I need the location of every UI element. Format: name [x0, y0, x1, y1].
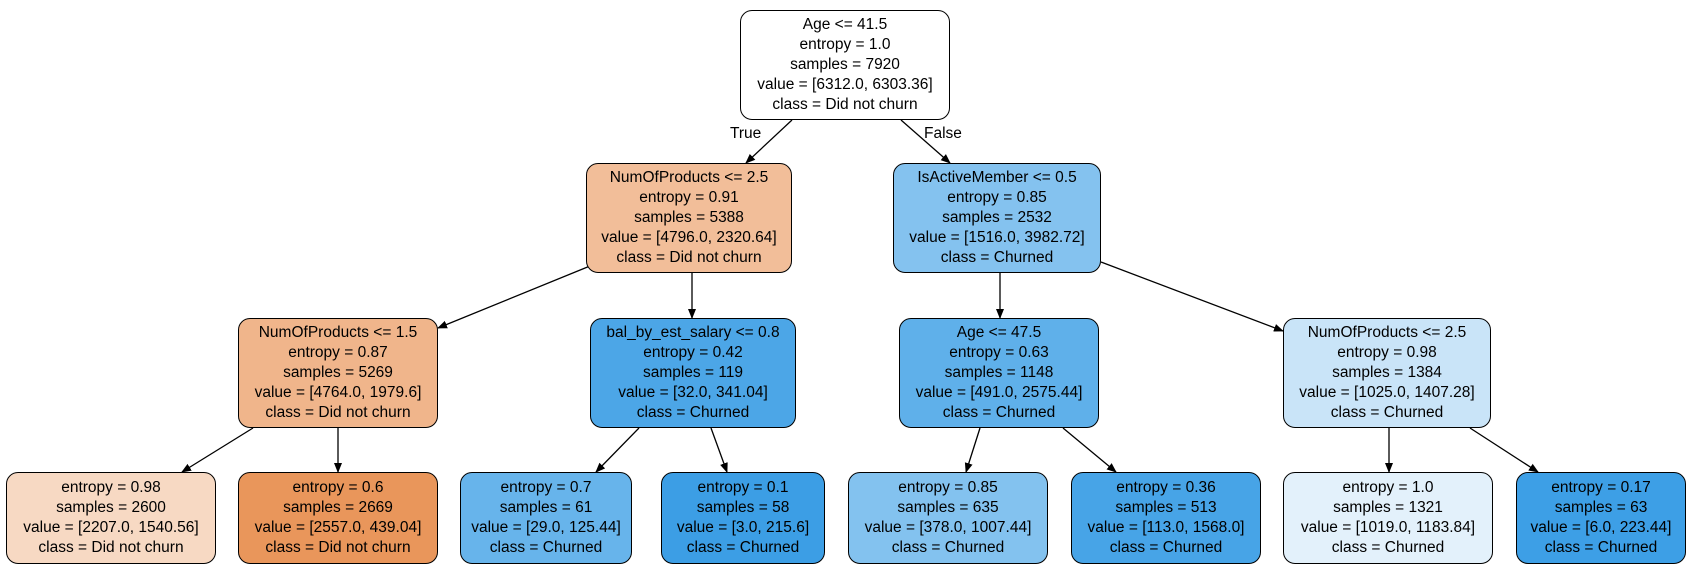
node-text-line: value = [378.0, 1007.44]	[864, 519, 1032, 536]
node-text-line: value = [1025.0, 1407.28]	[1299, 384, 1475, 401]
node-text-line: samples = 2669	[283, 499, 393, 516]
edge-r1l-to-rl_r	[1062, 427, 1117, 473]
node-text-line: samples = 513	[1115, 499, 1217, 516]
node-text-line: entropy = 0.98	[1337, 344, 1437, 361]
node-text-line: samples = 1384	[1332, 364, 1442, 381]
tree-node-ll_r: entropy = 0.6 samples = 2669 value = [2557…	[238, 472, 438, 564]
node-text-line: entropy = 0.1	[697, 479, 789, 496]
node-text-line: class = Churned	[636, 404, 750, 421]
node-text-line: samples = 2532	[942, 209, 1052, 226]
tree-node-r1: IsActiveMember <= 0.5 entropy = 0.85 sampl…	[893, 163, 1101, 273]
edge-root-to-l1	[745, 119, 793, 164]
node-text-line: IsActiveMember <= 0.5	[917, 169, 1077, 186]
node-text-line: class = Did not churn	[265, 539, 411, 556]
node-text-line: class = Churned	[1544, 539, 1658, 556]
node-text-line: class = Churned	[489, 539, 603, 556]
node-text-line: class = Churned	[1109, 539, 1223, 556]
tree-node-lr_l: entropy = 0.7 samples = 61 value = [29.0, …	[460, 472, 632, 564]
node-text-line: entropy = 0.87	[288, 344, 388, 361]
node-text-line: entropy = 0.85	[898, 479, 998, 496]
edge-r1l-to-rl_l	[964, 427, 981, 473]
edge-root-to-r1	[900, 119, 951, 164]
node-text-line: class = Did not churn	[38, 539, 184, 556]
tree-node-rr_r: entropy = 0.17 samples = 63 value = [6.0, …	[1516, 472, 1686, 564]
node-text-line: class = Did not churn	[265, 404, 411, 421]
node-text-line: samples = 119	[642, 364, 744, 381]
node-text-line: entropy = 0.85	[947, 189, 1047, 206]
node-text-line: samples = 58	[696, 499, 790, 516]
node-text-line: samples = 1148	[944, 364, 1054, 381]
node-text-line: value = [1516.0, 3982.72]	[909, 229, 1085, 246]
node-text-line: samples = 5388	[634, 209, 744, 226]
edge-l1r-to-lr_r	[710, 427, 728, 473]
node-text-line: entropy = 0.6	[292, 479, 384, 496]
node-text-line: value = [491.0, 2575.44]	[915, 384, 1083, 401]
node-text-line: value = [32.0, 341.04]	[618, 384, 768, 401]
node-text-line: samples = 1321	[1333, 499, 1443, 516]
node-text-line: entropy = 1.0	[799, 36, 891, 53]
node-text-line: entropy = 0.91	[639, 189, 739, 206]
node-text-line: value = [113.0, 1568.0]	[1087, 519, 1245, 536]
node-text-line: entropy = 0.7	[500, 479, 592, 496]
tree-node-root: Age <= 41.5 entropy = 1.0 samples = 7920 va…	[740, 10, 950, 120]
node-text-line: samples = 61	[499, 499, 593, 516]
edge-l1r-to-lr_l	[595, 427, 640, 473]
tree-node-l1l: NumOfProducts <= 1.5 entropy = 0.87 sample…	[238, 318, 438, 428]
node-text-line: value = [1019.0, 1183.84]	[1300, 519, 1476, 536]
tree-node-rl_r: entropy = 0.36 samples = 513 value = [113.…	[1071, 472, 1261, 564]
tree-node-l1: NumOfProducts <= 2.5 entropy = 0.91 sample…	[586, 163, 792, 273]
tree-node-lr_r: entropy = 0.1 samples = 58 value = [3.0, 2…	[661, 472, 825, 564]
edge-label-false: False	[924, 125, 962, 142]
node-text-line: NumOfProducts <= 2.5	[1307, 324, 1467, 341]
node-text-line: class = Churned	[940, 249, 1054, 266]
node-text-line: entropy = 0.42	[643, 344, 743, 361]
tree-node-l1r: bal_by_est_salary <= 0.8 entropy = 0.42 sa…	[590, 318, 796, 428]
node-text-line: entropy = 1.0	[1342, 479, 1434, 496]
edge-l1-to-l1l	[437, 265, 591, 329]
node-text-line: class = Churned	[942, 404, 1056, 421]
node-text-line: samples = 2600	[56, 499, 166, 516]
node-text-line: value = [3.0, 215.6]	[676, 519, 810, 536]
node-text-line: value = [4796.0, 2320.64]	[601, 229, 777, 246]
edge-label-true: True	[730, 125, 762, 142]
node-text-line: value = [4764.0, 1979.6]	[254, 384, 422, 401]
node-text-line: value = [2207.0, 1540.56]	[23, 519, 199, 536]
node-text-line: value = [2557.0, 439.04]	[254, 519, 422, 536]
edge-r1-to-r1r	[1100, 261, 1284, 332]
node-text-line: samples = 7920	[790, 56, 900, 73]
edge-r1r-to-rr_r	[1469, 427, 1539, 473]
node-text-line: value = [6.0, 223.44]	[1530, 519, 1672, 536]
node-text-line: entropy = 0.63	[949, 344, 1049, 361]
node-text-line: class = Churned	[1330, 404, 1444, 421]
tree-node-ll_l: entropy = 0.98 samples = 2600 value = [220…	[6, 472, 216, 564]
node-text-line: samples = 63	[1554, 499, 1648, 516]
node-text-line: value = [6312.0, 6303.36]	[757, 76, 933, 93]
node-text-line: samples = 635	[897, 499, 999, 516]
node-text-line: value = [29.0, 125.44]	[471, 519, 621, 536]
node-text-line: samples = 5269	[283, 364, 393, 381]
node-text-line: NumOfProducts <= 1.5	[258, 324, 418, 341]
node-text-line: entropy = 0.17	[1551, 479, 1651, 496]
tree-node-rr_l: entropy = 1.0 samples = 1321 value = [1019…	[1283, 472, 1493, 564]
tree-node-r1l: Age <= 47.5 entropy = 0.63 samples = 1148 v…	[899, 318, 1099, 428]
node-text-line: entropy = 0.36	[1116, 479, 1216, 496]
tree-node-rl_l: entropy = 0.85 samples = 635 value = [378.…	[848, 472, 1048, 564]
node-text-line: Age <= 41.5	[802, 16, 888, 33]
node-text-line: entropy = 0.98	[61, 479, 161, 496]
tree-node-r1r: NumOfProducts <= 2.5 entropy = 0.98 sample…	[1283, 318, 1491, 428]
node-text-line: Age <= 47.5	[956, 324, 1042, 341]
node-text-line: class = Did not churn	[772, 96, 918, 113]
node-text-line: class = Churned	[891, 539, 1005, 556]
edge-l1l-to-ll_l	[181, 427, 254, 473]
node-text-line: class = Churned	[686, 539, 800, 556]
node-text-line: NumOfProducts <= 2.5	[609, 169, 769, 186]
node-text-line: class = Churned	[1331, 539, 1445, 556]
node-text-line: bal_by_est_salary <= 0.8	[606, 324, 780, 341]
node-text-line: class = Did not churn	[616, 249, 762, 266]
